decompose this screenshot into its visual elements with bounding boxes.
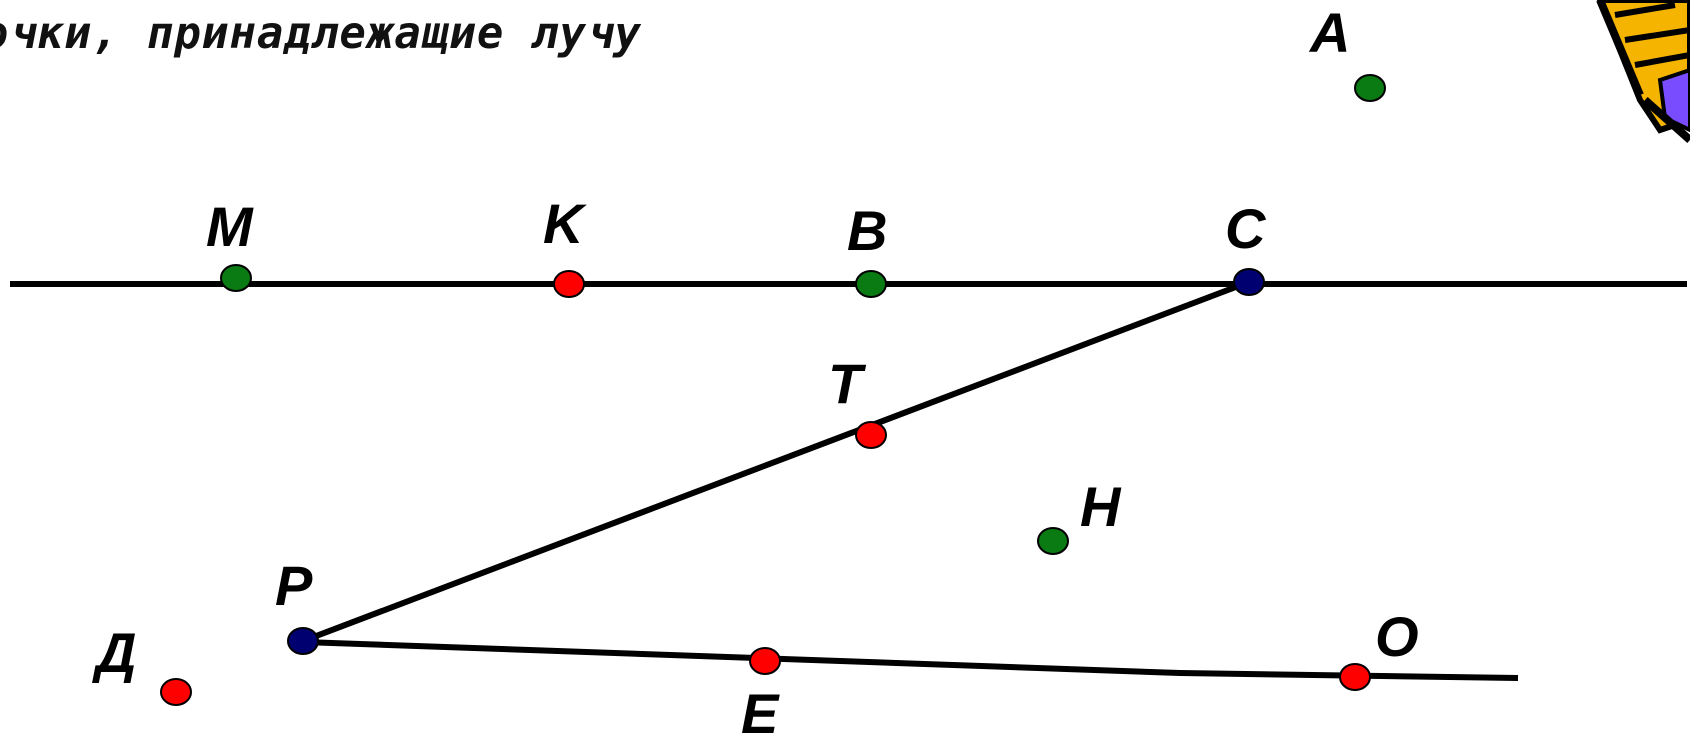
label-o: O	[1375, 605, 1419, 668]
label-a: A	[1308, 1, 1350, 64]
segment-pc	[301, 279, 1251, 644]
point-m	[220, 264, 252, 292]
point-o	[1339, 663, 1371, 691]
label-h: H	[1080, 475, 1122, 538]
label-e: E	[741, 682, 780, 739]
point-h	[1037, 527, 1069, 555]
ray-po	[302, 639, 1519, 681]
label-d: Д	[92, 621, 136, 684]
point-e	[749, 647, 781, 675]
point-p	[287, 627, 319, 655]
point-a	[1354, 74, 1386, 102]
label-m: M	[206, 195, 254, 258]
pencil-icon	[1596, 0, 1690, 143]
label-p: P	[275, 554, 313, 617]
point-k	[553, 270, 585, 298]
point-b	[855, 270, 887, 298]
label-c: C	[1225, 197, 1267, 260]
label-k: K	[543, 192, 587, 255]
label-t: T	[828, 352, 867, 415]
label-b: B	[847, 199, 887, 262]
point-c	[1233, 268, 1265, 296]
point-t	[855, 421, 887, 449]
page-title: очки, принадлежащие лучу	[0, 8, 642, 59]
point-d	[160, 678, 192, 706]
